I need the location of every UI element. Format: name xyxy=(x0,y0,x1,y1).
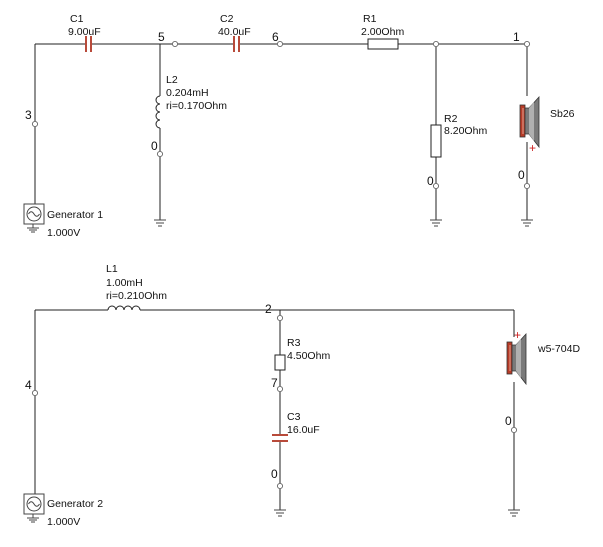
node-0-l2-dot[interactable] xyxy=(156,150,164,158)
l2-ri: ri=0.170Ohm xyxy=(166,100,227,112)
c3-label: C3 xyxy=(287,411,301,423)
generator-2-voltage: 1.000V xyxy=(47,516,80,528)
ground-l2-icon xyxy=(154,219,166,227)
circuit-2: L1 1.00mH ri=0.210Ohm R3 4.50Ohm C3 16.0… xyxy=(23,263,580,528)
node-6-dot[interactable] xyxy=(276,40,284,48)
c2-label: C2 xyxy=(220,13,234,25)
capacitor-c2[interactable] xyxy=(233,36,240,52)
node-6-label: 6 xyxy=(272,30,279,44)
circuit-1: C1 9.00uF C2 40.0uF R1 2.00Ohm L2 0.204m… xyxy=(23,13,575,239)
node-0-c3-label: 0 xyxy=(271,467,278,481)
node-2-dot[interactable] xyxy=(276,314,284,322)
node-3-dot[interactable] xyxy=(31,120,39,128)
resistor-r3[interactable] xyxy=(274,354,286,371)
w5-704d-label: w5-704D xyxy=(537,343,580,355)
node-0-speaker-1-dot[interactable] xyxy=(523,182,531,190)
generator-2-ground-icon xyxy=(27,514,39,523)
c1-label: C1 xyxy=(70,13,84,25)
node-junction-dot[interactable] xyxy=(432,40,440,48)
w5-704d-plus: + xyxy=(514,328,521,342)
c1-value: 9.00uF xyxy=(68,26,101,38)
node-0-speaker-2-label: 0 xyxy=(505,414,512,428)
node-4-dot[interactable] xyxy=(31,389,39,397)
l2-label: L2 xyxy=(166,74,178,86)
r1-value: 2.00Ohm xyxy=(361,26,404,38)
c2-value: 40.0uF xyxy=(218,26,251,38)
node-1-label: 1 xyxy=(513,30,520,44)
node-7-label: 7 xyxy=(271,376,278,390)
node-3-label: 3 xyxy=(25,108,32,122)
node-0-l2-label: 0 xyxy=(151,139,158,153)
node-0-r2-dot[interactable] xyxy=(432,182,440,190)
node-1-dot[interactable] xyxy=(523,40,531,48)
ground-speaker-2-icon xyxy=(508,509,520,517)
ground-speaker-1-icon xyxy=(521,219,533,227)
node-4-label: 4 xyxy=(25,378,32,392)
c3-value: 16.0uF xyxy=(287,424,320,436)
node-7-dot[interactable] xyxy=(276,385,284,393)
speaker-w5-704d-icon[interactable] xyxy=(506,332,527,386)
resistor-r1[interactable] xyxy=(367,38,399,50)
l1-ri: ri=0.210Ohm xyxy=(106,290,167,302)
generator-1-label: Generator 1 xyxy=(47,209,103,221)
capacitor-c3[interactable] xyxy=(272,434,288,442)
generator-1-voltage: 1.000V xyxy=(47,227,80,239)
node-2-label: 2 xyxy=(265,302,272,316)
ground-c3-icon xyxy=(274,509,286,517)
capacitor-c1[interactable] xyxy=(85,36,92,52)
generator-1-icon[interactable] xyxy=(23,203,45,225)
node-0-speaker-2-dot[interactable] xyxy=(510,426,518,434)
sb26-plus: + xyxy=(529,141,536,155)
generator-2-icon[interactable] xyxy=(23,493,45,515)
sb26-label: Sb26 xyxy=(550,108,575,120)
resistor-r2[interactable] xyxy=(430,124,442,158)
r1-label: R1 xyxy=(363,13,377,25)
l1-value: 1.00mH xyxy=(106,277,143,289)
node-0-c3-dot[interactable] xyxy=(276,482,284,490)
r2-label: R2 xyxy=(444,113,458,125)
speaker-sb26-icon[interactable] xyxy=(519,95,540,149)
l2-value: 0.204mH xyxy=(166,87,209,99)
node-0-r2-label: 0 xyxy=(427,174,434,188)
node-5-dot[interactable] xyxy=(171,40,179,48)
r2-value: 8.20Ohm xyxy=(444,125,487,137)
r3-value: 4.50Ohm xyxy=(287,350,330,362)
generator-2-label: Generator 2 xyxy=(47,498,103,510)
inductor-l1[interactable] xyxy=(107,305,141,311)
r3-label: R3 xyxy=(287,337,301,349)
node-5-label: 5 xyxy=(158,30,165,44)
inductor-l2[interactable] xyxy=(155,95,161,129)
node-0-speaker-1-label: 0 xyxy=(518,168,525,182)
generator-1-ground-icon xyxy=(27,224,39,233)
l1-label: L1 xyxy=(106,263,118,275)
ground-r2-icon xyxy=(430,219,442,227)
